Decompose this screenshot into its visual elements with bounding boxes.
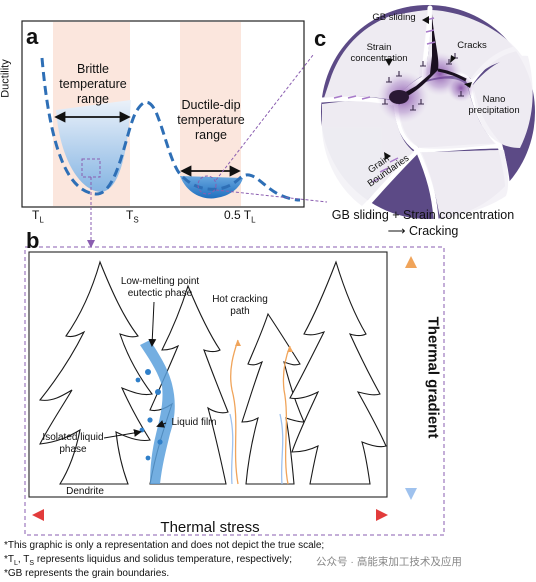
hot-crack-path-1 bbox=[230, 339, 239, 485]
isolated-liquid-label: Isolated liquid phase bbox=[42, 432, 104, 455]
nano-precipitation-label: Nano precipitation bbox=[468, 94, 520, 116]
panel-b-outer-frame bbox=[24, 246, 445, 536]
panel-c-caption-line1: GB sliding + Strain concentration bbox=[331, 208, 515, 222]
dendrite-label: Dendrite bbox=[66, 486, 104, 497]
tick-half-tl: 0.5 TL bbox=[224, 208, 256, 225]
thermal-stress-label: Thermal stress bbox=[160, 519, 260, 536]
hot-cracking-label: Hot cracking path bbox=[212, 294, 268, 317]
ductile-fill bbox=[180, 176, 243, 199]
gb-sliding-marks bbox=[333, 17, 436, 183]
dendrites bbox=[38, 260, 387, 485]
liquid-film-label: Liquid film bbox=[171, 417, 217, 428]
footnote-3: *GB represents the grain boundaries. bbox=[4, 568, 170, 579]
thermal-gradient-label: Thermal gradient bbox=[424, 316, 442, 439]
ductility-curve bbox=[40, 57, 301, 202]
tick-ts: TS bbox=[126, 208, 139, 225]
focus-circle-ductile bbox=[197, 175, 217, 195]
panel-a-frame bbox=[21, 20, 305, 208]
panel-b-inner-frame bbox=[28, 251, 388, 498]
footnote-2: *TL, TS represents liquidus and solidus … bbox=[4, 554, 292, 567]
liquid-droplets bbox=[135, 369, 163, 461]
panel-a-letter: a bbox=[26, 24, 39, 49]
brittle-fill bbox=[56, 100, 131, 192]
cracks-label: Cracks bbox=[457, 40, 487, 51]
eutectic-label: Low-melting point eutectic phase bbox=[120, 276, 200, 299]
strain-concentration-label: Strain concentration bbox=[350, 42, 408, 64]
panel-b-letter: b bbox=[26, 228, 40, 253]
panel-c-letter: c bbox=[314, 26, 327, 51]
tick-tl: TL bbox=[32, 208, 44, 225]
watermark: 公众号 · 高能束加工技术及应用 bbox=[316, 556, 462, 568]
panel-c-caption-line2: ⟶ Cracking bbox=[387, 224, 459, 238]
gb-sliding-label: GB sliding bbox=[372, 12, 416, 23]
hot-crack-path-2 bbox=[282, 345, 291, 485]
crack-main bbox=[396, 14, 439, 104]
y-axis-label: Ductility bbox=[0, 59, 12, 98]
brittle-range-label: Brittle temperature range bbox=[59, 62, 127, 106]
liquid-channel bbox=[140, 340, 175, 484]
ductile-range-label: Ductile-dip temperature range bbox=[177, 98, 245, 142]
footnote-1: *This graphic is only a representation a… bbox=[4, 540, 325, 551]
